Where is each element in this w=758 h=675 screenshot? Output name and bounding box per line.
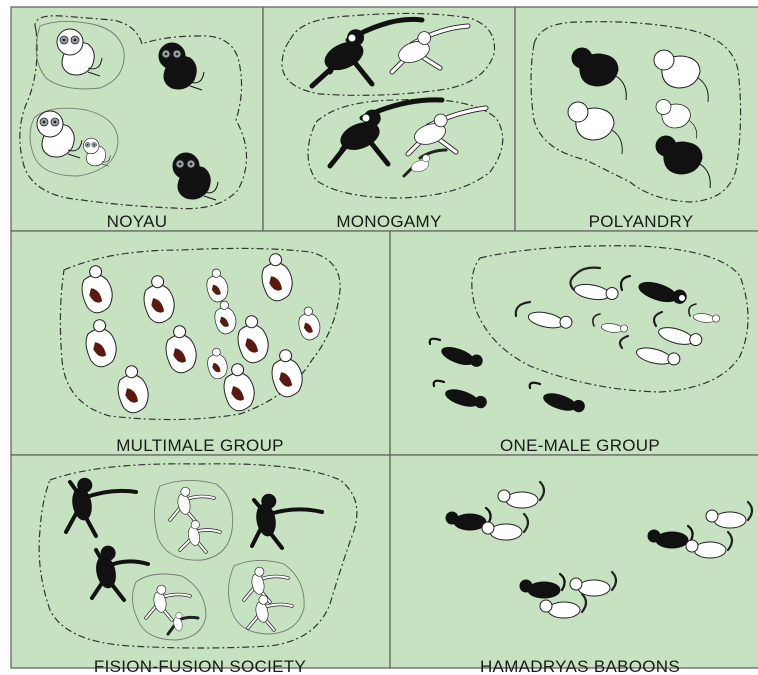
panel-label: HAMADRYAS BABOONS <box>480 657 680 675</box>
panel-hamadryas-baboons: HAMADRYAS BABOONS <box>390 455 758 675</box>
panel-polyandry: POLYANDRY <box>515 7 758 231</box>
panel-label: MULTIMALE GROUP <box>116 436 284 455</box>
panel-label: FISION-FUSION SOCIETY <box>94 657 306 675</box>
panel-label: ONE-MALE GROUP <box>500 436 660 455</box>
panel-multimale-group: MULTIMALE GROUP <box>11 231 390 455</box>
panel-fission-fusion-society: FISION-FUSION SOCIETY <box>11 455 390 675</box>
panel-one-male-group: ONE-MALE GROUP <box>390 231 758 455</box>
panel-monogamy: MONOGAMY <box>263 7 515 231</box>
panel-noyau: NOYAU <box>11 7 263 231</box>
panel-label: MONOGAMY <box>336 212 441 231</box>
panel-label: POLYANDRY <box>589 212 694 231</box>
panel-label: NOYAU <box>107 212 168 231</box>
